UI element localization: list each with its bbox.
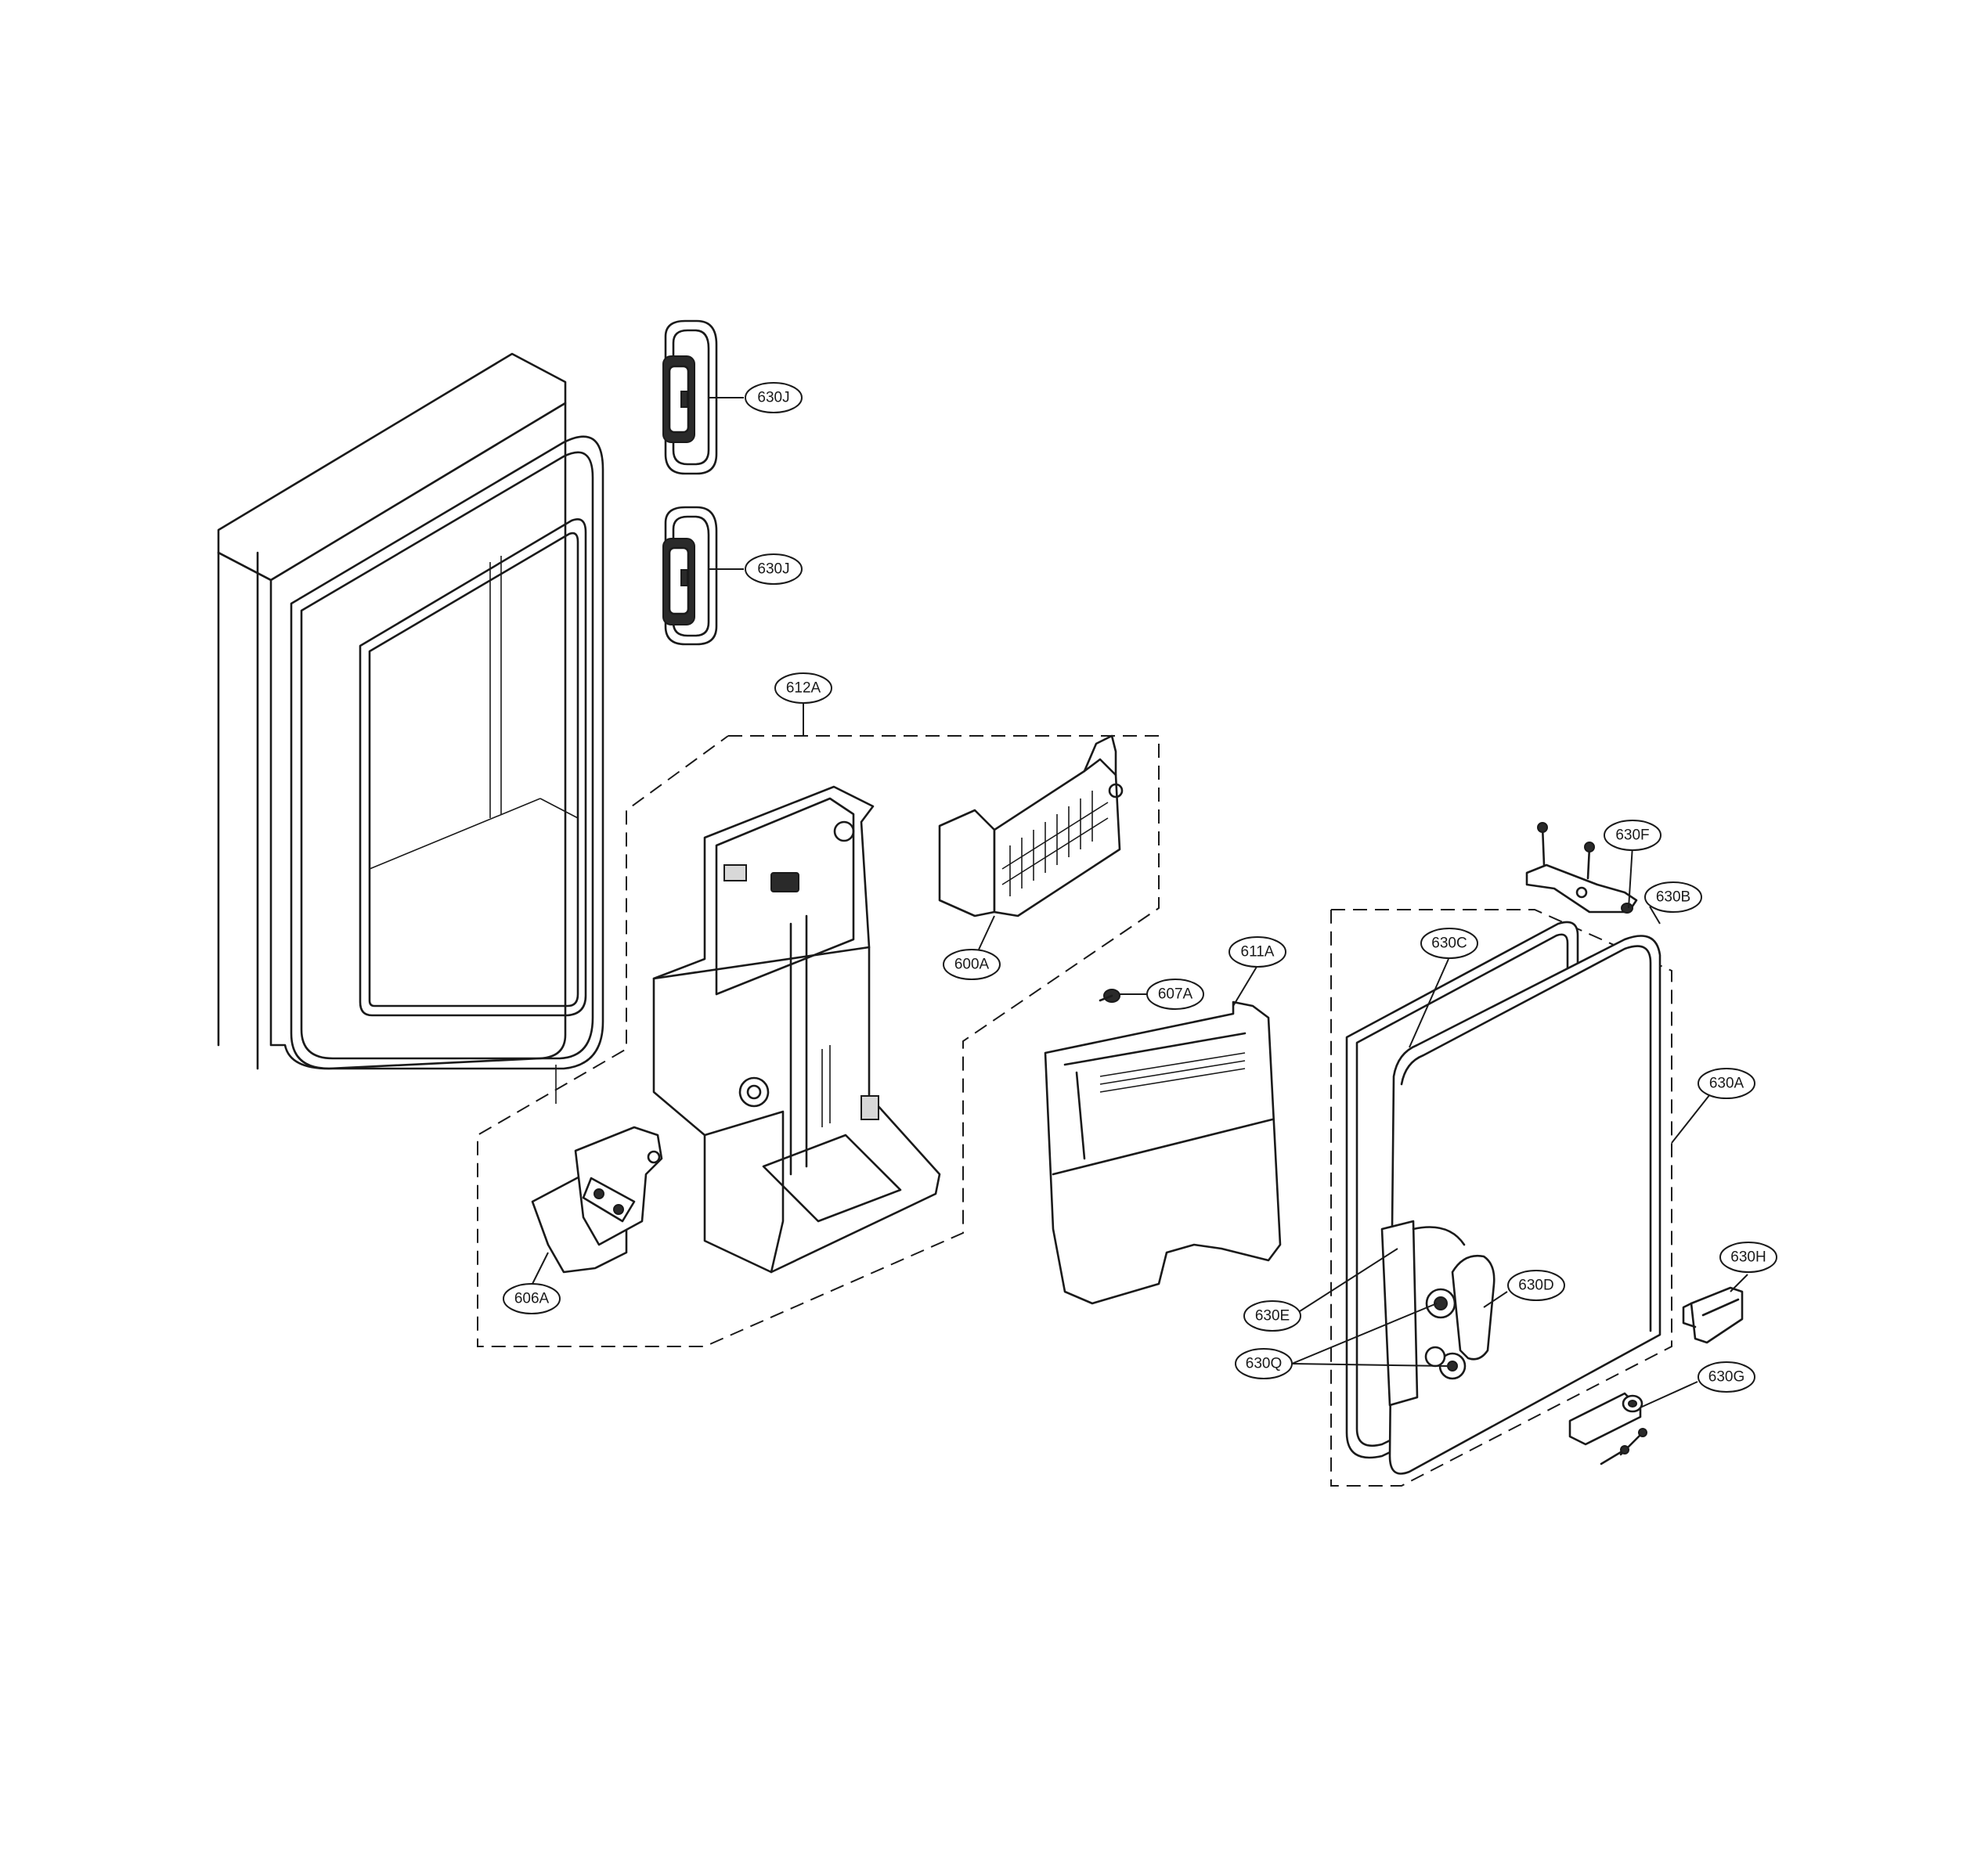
callout-630j-bottom: 630J bbox=[745, 553, 803, 585]
callout-label: 630J bbox=[757, 561, 789, 578]
callout-label: 630C bbox=[1431, 935, 1467, 952]
bracket-606a bbox=[531, 1126, 663, 1274]
cover-panel-611a bbox=[1044, 1000, 1282, 1305]
callout-630q: 630Q bbox=[1235, 1348, 1293, 1379]
callout-label: 630A bbox=[1709, 1076, 1744, 1092]
callout-label: 630E bbox=[1255, 1308, 1290, 1325]
callout-630a: 630A bbox=[1698, 1068, 1755, 1099]
callout-612a: 612A bbox=[774, 672, 832, 704]
callout-label: 630H bbox=[1730, 1249, 1766, 1266]
callout-label: 606A bbox=[514, 1291, 550, 1307]
callout-611a: 611A bbox=[1229, 936, 1286, 968]
door-panel bbox=[217, 352, 604, 1104]
callout-label: 600A bbox=[954, 957, 990, 973]
callout-label: 630B bbox=[1656, 889, 1690, 906]
callout-630h: 630H bbox=[1719, 1242, 1777, 1273]
callout-label: 611A bbox=[1241, 944, 1275, 961]
hinge-630f bbox=[1525, 822, 1638, 914]
callout-630d: 630D bbox=[1507, 1270, 1565, 1301]
callout-607a: 607A bbox=[1146, 979, 1204, 1010]
gasket-630j-bottom bbox=[662, 506, 718, 646]
door-630b bbox=[1380, 935, 1661, 1475]
ice-maker bbox=[938, 734, 1124, 917]
callout-630j-top: 630J bbox=[745, 382, 803, 413]
dispenser-housing bbox=[652, 785, 941, 1274]
callout-label: 630J bbox=[757, 390, 789, 406]
gasket-630j-top bbox=[662, 319, 718, 475]
callout-label: 630Q bbox=[1246, 1356, 1282, 1372]
callout-630c: 630C bbox=[1420, 928, 1478, 959]
callout-label: 607A bbox=[1158, 986, 1193, 1003]
hinge-630g bbox=[1568, 1392, 1647, 1465]
callout-label: 630F bbox=[1615, 827, 1649, 844]
callout-630e: 630E bbox=[1243, 1300, 1301, 1332]
callout-600a: 600A bbox=[943, 949, 1001, 980]
callout-606a: 606A bbox=[503, 1283, 561, 1314]
callout-630f: 630F bbox=[1604, 820, 1661, 851]
bracket-630h bbox=[1682, 1286, 1744, 1344]
group-boundary-612a bbox=[477, 735, 1160, 1347]
screw-607a bbox=[1099, 989, 1120, 1003]
callout-label: 630D bbox=[1518, 1278, 1553, 1294]
leader-lines bbox=[532, 397, 1748, 1408]
callout-630b: 630B bbox=[1644, 881, 1702, 913]
group-boundary-630a bbox=[1330, 909, 1672, 1487]
callout-630g: 630G bbox=[1698, 1361, 1755, 1393]
callout-label: 630G bbox=[1708, 1369, 1744, 1386]
callout-label: 612A bbox=[786, 680, 821, 697]
